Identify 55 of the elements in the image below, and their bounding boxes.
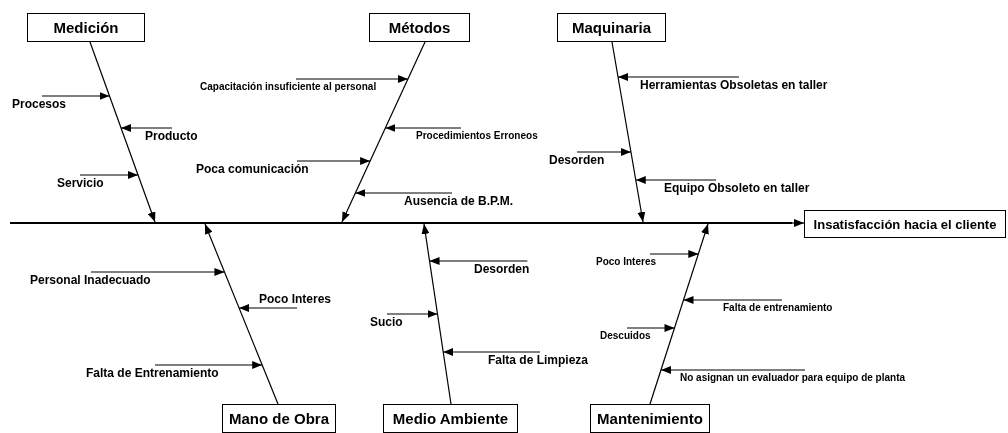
cause-text: Descuidos (600, 330, 651, 341)
category-box: Métodos (369, 13, 470, 42)
arrow (649, 250, 699, 258)
arrow (120, 124, 173, 132)
arrow (295, 75, 409, 83)
cause-text: Falta de Limpieza (488, 354, 589, 368)
cause-text: No asignan un evaluador para equipo de planta (680, 372, 906, 383)
category-box: Mano de Obra (222, 404, 336, 433)
arrow (791, 219, 805, 227)
cause-text: Servicio (57, 177, 104, 191)
cause-text: Equipo Obsoleto en taller (664, 182, 810, 196)
arrow (682, 296, 783, 304)
arrow (41, 92, 111, 100)
category-box: Medición (27, 13, 145, 42)
cause-text: Capacitación insuficiente al personal (200, 81, 377, 92)
cause-text: Desorden (474, 263, 530, 277)
arrow (617, 73, 740, 81)
arrow (296, 157, 371, 165)
spine-line (10, 222, 792, 224)
arrow (386, 310, 439, 318)
cause-text: Falta de entrenamiento (723, 302, 833, 313)
cause-text: Poco Interes (596, 256, 657, 267)
cause-text: Desorden (549, 154, 605, 168)
cause-text: Poco Interes (259, 292, 332, 306)
arrow (79, 171, 139, 179)
arrow (89, 41, 156, 223)
arrow (384, 124, 462, 132)
arrow (354, 189, 453, 197)
arrow (635, 176, 717, 184)
arrow (238, 304, 298, 312)
cause-text: Poca comunicación (196, 163, 309, 177)
cause-text: Procedimientos Erroneos (416, 130, 538, 141)
cause-text: Ausencia de B.P.M. (404, 195, 514, 209)
cause-text: Falta de Entrenamiento (86, 367, 219, 381)
effect-box: Insatisfacción hacia el cliente (804, 210, 1006, 238)
cause-text: Herramientas Obsoletas en taller (640, 79, 828, 93)
arrow (576, 148, 632, 156)
arrow (204, 223, 279, 405)
cause-text: Producto (145, 130, 198, 144)
arrow (626, 324, 676, 332)
category-box: Maquinaria (557, 13, 666, 42)
arrow (428, 257, 528, 265)
arrow (90, 268, 226, 276)
arrow (611, 41, 646, 223)
arrow (649, 223, 709, 405)
arrow (442, 348, 541, 356)
category-box: Medio Ambiente (383, 404, 518, 433)
arrow (421, 223, 452, 405)
cause-text: Procesos (12, 98, 67, 112)
arrow (341, 41, 426, 223)
cause-text: Sucio (370, 316, 403, 330)
cause-text: Personal Inadecuado (30, 274, 151, 288)
arrow (660, 366, 806, 374)
arrow (154, 361, 263, 369)
category-box: Mantenimiento (590, 404, 710, 433)
